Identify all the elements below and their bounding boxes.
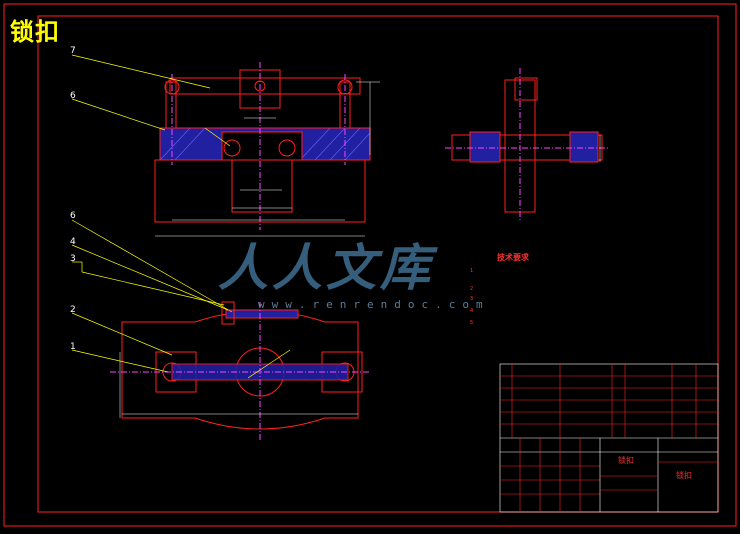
tech-line-2: 2 (470, 286, 474, 292)
leader-lines (71, 54, 291, 379)
watermark-url: www.renrendoc.com (258, 298, 490, 311)
title-block (499, 363, 719, 513)
callout-7: 7 (70, 46, 76, 56)
front-view-top (154, 62, 380, 237)
watermark-text: 人人文库 (218, 238, 434, 297)
plan-view-bottom (110, 301, 370, 440)
callout-2: 2 (70, 305, 76, 315)
callout-3: 3 (70, 254, 76, 264)
drawing-title: 锁扣 (10, 18, 60, 46)
title-block-name: 锁扣 (618, 456, 634, 465)
outer-frame (3, 3, 737, 527)
tech-line-3: 3 (470, 296, 474, 302)
side-view (445, 68, 610, 220)
tech-line-1: 1 (470, 268, 474, 274)
callout-6-bottom: 6 (70, 211, 76, 221)
callout-1: 1 (70, 342, 76, 352)
callout-4: 4 (70, 237, 76, 247)
callout-6-top: 6 (70, 91, 76, 101)
title-block-part: 锁扣 (676, 471, 692, 480)
tech-line-5: 5 (470, 320, 474, 326)
inner-frame (37, 15, 719, 513)
tech-line-4: 4 (470, 308, 474, 314)
tech-requirements-heading: 技术要求 (497, 253, 529, 262)
